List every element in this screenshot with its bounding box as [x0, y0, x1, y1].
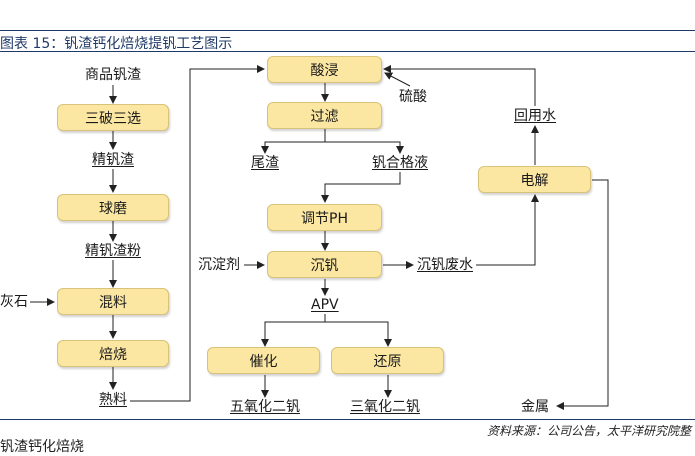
header-rule — [0, 51, 695, 52]
label-sulfuric-acid: 硫酸 — [399, 89, 427, 105]
node-adjust-ph: 调节PH — [267, 204, 382, 231]
footer-rule — [0, 419, 695, 420]
arrow-wastewater-to-electrolysis — [476, 194, 539, 266]
source-note: 资料来源：公司公告，太平洋研究院整 — [486, 424, 691, 438]
figure-title: 图表 15：钒渣钙化焙烧提钒工艺图示 — [0, 36, 233, 52]
top-rule — [0, 30, 695, 31]
label-clinker: 熟料 — [99, 392, 127, 408]
node-filtration: 过滤 — [267, 102, 382, 129]
label-metal: 金属 — [521, 399, 549, 415]
arrow-acid-to-leach — [384, 72, 411, 87]
arrow-apv-to-catalysis — [261, 314, 326, 347]
label-precip-agent: 沉淀剂 — [198, 257, 240, 273]
node-mixing: 混料 — [57, 288, 169, 315]
label-limestone: 灰石 — [0, 294, 28, 310]
node-precipitation: 沉钒 — [267, 251, 382, 278]
arrow-filter-to-tailings — [261, 129, 326, 154]
label-raw-slag: 商品钒渣 — [85, 67, 141, 83]
node-roasting: 焙烧 — [57, 340, 169, 367]
label-fine-slag: 精钒渣 — [92, 152, 134, 168]
label-fine-powder: 精钒渣粉 — [85, 243, 141, 259]
node-reduction: 还原 — [331, 347, 444, 374]
node-ball-mill: 球磨 — [57, 194, 169, 221]
label-wastewater: 沉钒废水 — [417, 257, 473, 273]
node-catalysis: 催化 — [207, 347, 320, 374]
arrow-water-to-leach — [383, 65, 536, 106]
label-tailings: 尾渣 — [251, 155, 279, 171]
arrow-clinker-to-leach — [130, 65, 265, 402]
node-electrolysis: 电解 — [478, 166, 591, 193]
arrow-apv-to-reduction — [325, 321, 392, 347]
node-crush-select: 三破三选 — [57, 104, 169, 131]
label-v2o5: 五氧化二钒 — [230, 399, 300, 415]
label-qualified-liquor: 钒合格液 — [372, 155, 428, 171]
node-acid-leach: 酸浸 — [267, 56, 382, 83]
arrow-filter-to-liquor — [325, 141, 404, 154]
label-apv: APV — [311, 297, 339, 313]
label-v2o3: 三氧化二钒 — [350, 399, 420, 415]
next-section-text: 钒渣钙化焙烧 — [0, 439, 84, 455]
label-recycled-water: 回用水 — [514, 108, 556, 124]
arrow-electrolysis-to-metal — [556, 179, 609, 410]
arrow-liquor-to-ph — [321, 172, 401, 203]
